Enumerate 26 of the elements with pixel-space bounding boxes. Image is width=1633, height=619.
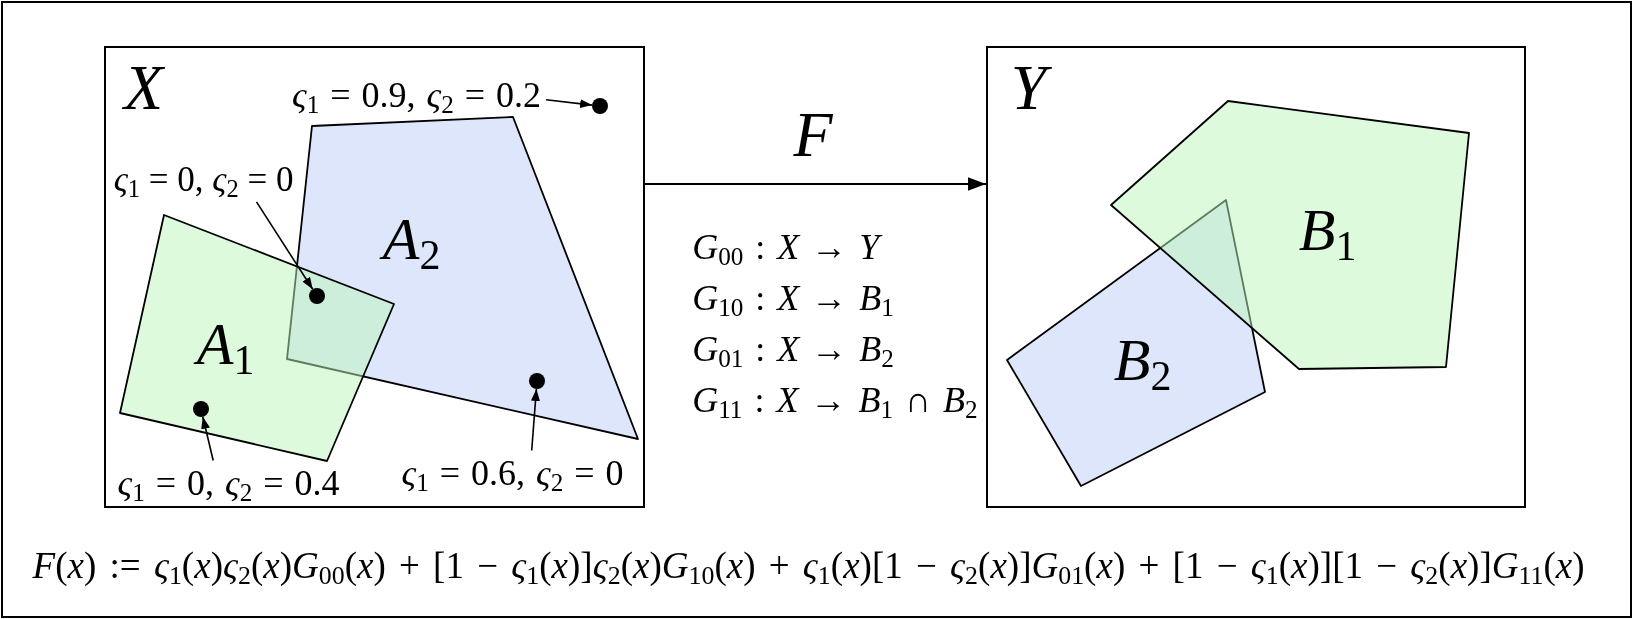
leader-arrow [545,98,593,109]
mapping-formula: G$_{10}$ : X → B$_{1}$ [691,276,895,321]
leader-arrow [530,388,540,452]
region-label: A$_{1}$ [193,306,263,382]
point-annotation: ς$_{1}$ = 0.9, ς$_{2}$ = 0.2 [289,72,547,118]
mapping-formula: G$_{11}$ : X → B$_{1}$ ∩ B$_{2}$ [691,378,979,423]
region-label: B$_{2}$ [1112,325,1173,398]
region-label: B$_{1}$ [1297,195,1358,268]
formula-caption: F(x) := ς$_{1}$(x)ς$_{2}$(x)G$_{00}$(x) + [1 − ς$_{1}$(x)]ς$_{2}$(x)G$_{10}$(x) + ς$_{1}$(x)[1 − ς$_{2}$(x)]G$_{01}$(x) + [1 − ς$_{1}$(x)][1 − ς$_{2}$(x)]G$_{11}$(x) [31,543,1586,590]
point-dot-icon [309,288,325,304]
set-label: X [121,51,166,125]
region-label: A$_{2}$ [379,201,449,277]
mapping-formula: G$_{01}$ : X → B$_{2}$ [691,327,895,372]
set-panel [104,46,645,508]
point-dot-icon [592,98,608,114]
leader-arrow [201,416,214,462]
point-dot-icon [529,373,545,389]
point-dot-icon [193,401,209,417]
mapping-arrow [644,177,987,191]
set-panel [986,46,1526,508]
leader-arrow [255,201,314,291]
point-annotation: ς$_{1}$ = 0, ς$_{2}$ = 0 [111,158,299,202]
point-annotation: ς$_{1}$ = 0.6, ς$_{2}$ = 0 [399,450,629,496]
mapping-formula: G$_{00}$ : X → Y [690,224,885,270]
point-annotation: ς$_{1}$ = 0, ς$_{2}$ = 0.4 [115,460,345,506]
set-label: Y [1006,48,1056,128]
